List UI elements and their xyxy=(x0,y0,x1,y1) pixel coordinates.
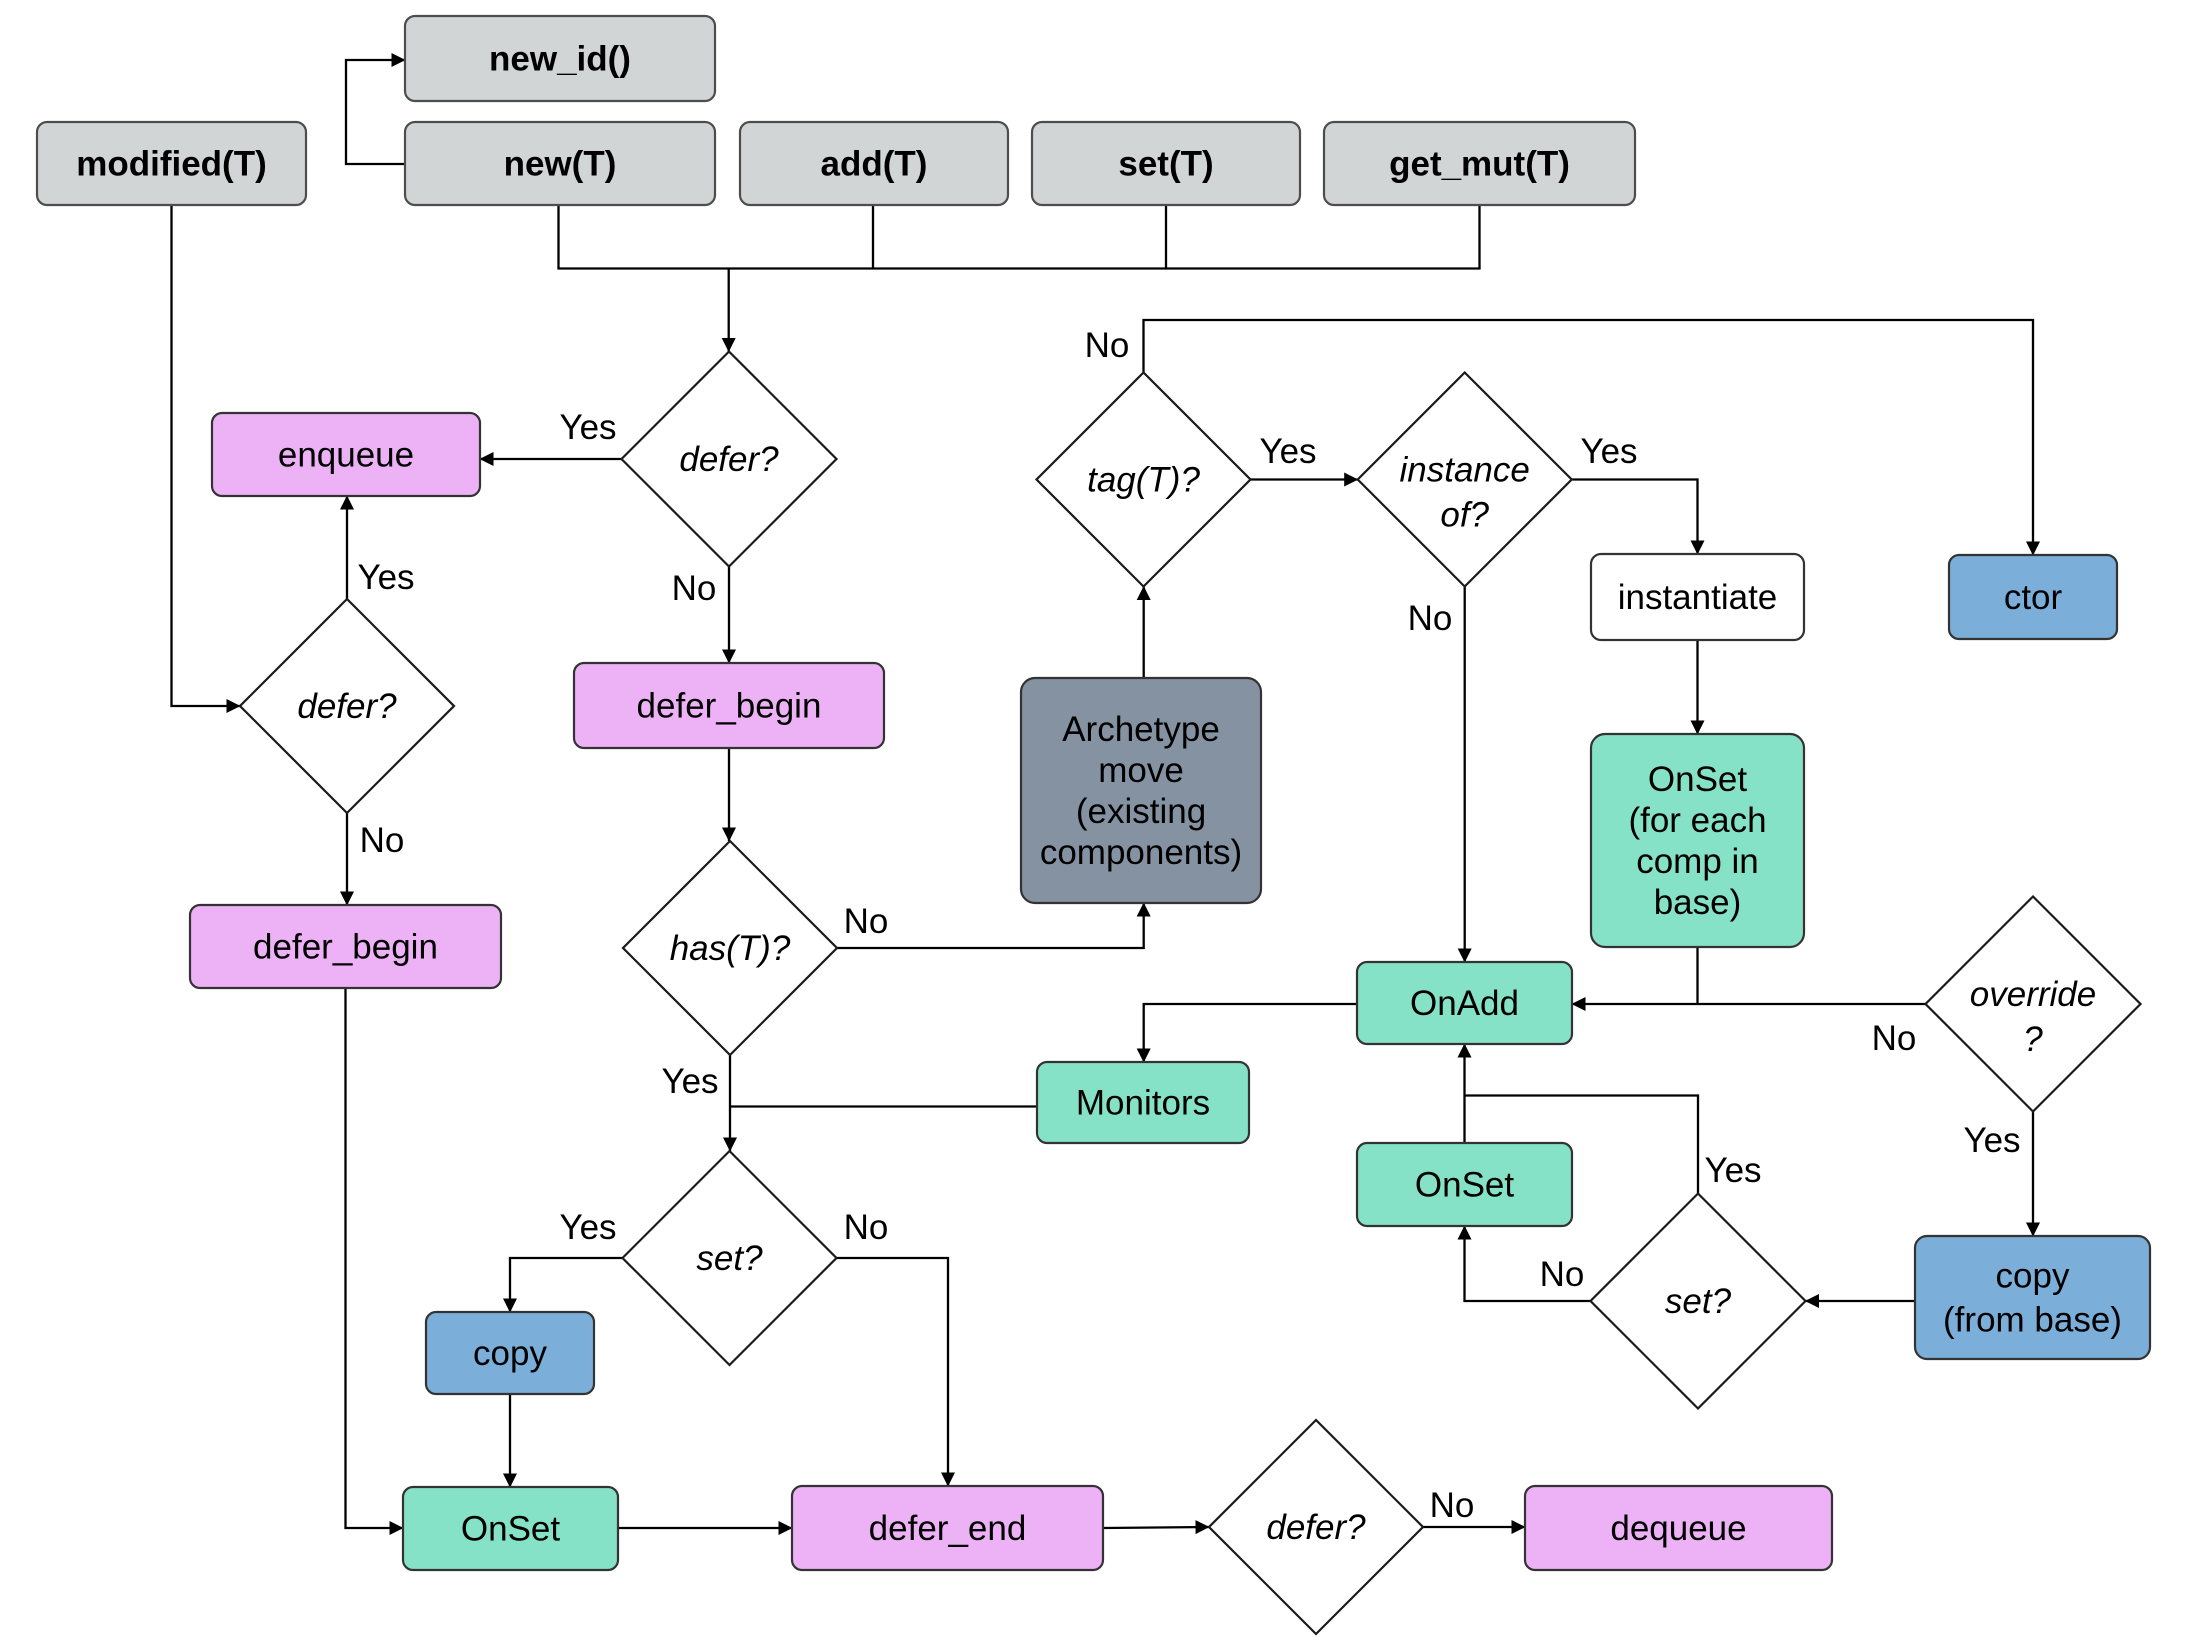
svg-text:(from base): (from base) xyxy=(1943,1301,2122,1340)
svg-text:ctor: ctor xyxy=(2004,578,2063,617)
svg-text:No: No xyxy=(1085,326,1130,365)
svg-text:set(T): set(T) xyxy=(1118,145,1213,184)
svg-text:OnSet: OnSet xyxy=(461,1510,560,1549)
svg-text:of?: of? xyxy=(1440,496,1489,535)
svg-text:set?: set? xyxy=(1665,1282,1732,1321)
svg-text:Yes: Yes xyxy=(559,408,616,447)
svg-text:defer_begin: defer_begin xyxy=(253,928,438,967)
svg-text:tag(T)?: tag(T)? xyxy=(1087,461,1200,500)
svg-text:defer_begin: defer_begin xyxy=(637,687,822,726)
svg-text:instantiate: instantiate xyxy=(1618,578,1778,617)
svg-text:modified(T): modified(T) xyxy=(76,145,267,184)
svg-text:dequeue: dequeue xyxy=(1610,1509,1746,1548)
svg-text:No: No xyxy=(1430,1486,1475,1525)
svg-text:new_id(): new_id() xyxy=(489,40,631,79)
svg-text:copy: copy xyxy=(473,1334,547,1373)
svg-text:(for each: (for each xyxy=(1628,801,1766,840)
svg-text:base): base) xyxy=(1654,883,1742,922)
svg-text:Yes: Yes xyxy=(357,558,414,597)
svg-text:defer?: defer? xyxy=(679,440,779,479)
svg-text:No: No xyxy=(672,569,717,608)
svg-text:move: move xyxy=(1098,751,1184,790)
svg-text:defer?: defer? xyxy=(1266,1508,1366,1547)
svg-text:Yes: Yes xyxy=(1259,432,1316,471)
svg-text:No: No xyxy=(844,902,889,941)
svg-text:OnSet: OnSet xyxy=(1415,1166,1514,1205)
svg-text:defer_end: defer_end xyxy=(869,1509,1027,1548)
svg-text:No: No xyxy=(844,1208,889,1247)
svg-text:enqueue: enqueue xyxy=(278,436,414,475)
svg-text:?: ? xyxy=(2023,1020,2043,1059)
svg-text:Yes: Yes xyxy=(1580,432,1637,471)
svg-text:has(T)?: has(T)? xyxy=(670,929,791,968)
svg-text:components): components) xyxy=(1040,833,1242,872)
svg-text:copy: copy xyxy=(1996,1257,2070,1296)
svg-text:get_mut(T): get_mut(T) xyxy=(1389,145,1570,184)
svg-text:OnAdd: OnAdd xyxy=(1410,984,1519,1023)
svg-text:new(T): new(T) xyxy=(504,145,617,184)
svg-text:defer?: defer? xyxy=(297,687,397,726)
svg-text:No: No xyxy=(360,821,405,860)
svg-text:No: No xyxy=(1540,1255,1585,1294)
svg-text:add(T): add(T) xyxy=(821,145,928,184)
svg-text:(existing: (existing xyxy=(1076,792,1206,831)
svg-text:No: No xyxy=(1872,1019,1917,1058)
svg-text:Yes: Yes xyxy=(1704,1151,1761,1190)
svg-text:No: No xyxy=(1408,599,1453,638)
svg-text:comp in: comp in xyxy=(1636,842,1759,881)
svg-text:Monitors: Monitors xyxy=(1076,1084,1210,1123)
svg-text:Archetype: Archetype xyxy=(1062,710,1220,749)
svg-text:override: override xyxy=(1970,975,2096,1014)
svg-text:instance: instance xyxy=(1400,451,1530,490)
svg-text:Yes: Yes xyxy=(559,1208,616,1247)
svg-text:Yes: Yes xyxy=(1963,1121,2020,1160)
svg-text:OnSet: OnSet xyxy=(1648,760,1747,799)
svg-text:set?: set? xyxy=(696,1239,763,1278)
svg-text:Yes: Yes xyxy=(661,1062,718,1101)
